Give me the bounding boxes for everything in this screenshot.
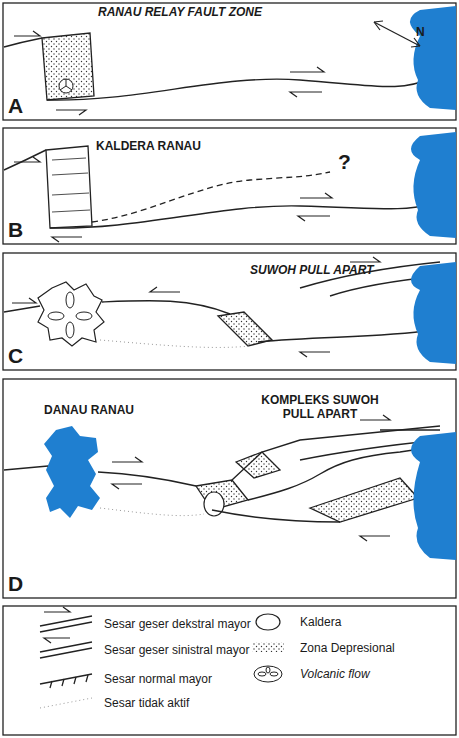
north-label: N <box>416 26 425 40</box>
query-mark: ? <box>338 150 351 174</box>
lake-label: DANAU RANAU <box>44 404 134 418</box>
legend-text: Sesar tidak aktif <box>104 696 189 710</box>
complex-label: KOMPLEKS SUWOH PULL APART <box>256 394 384 422</box>
panel-letter: C <box>8 344 23 368</box>
caldera-label: KALDERA RANAU <box>96 140 201 154</box>
legend-text: Sesar geser dekstral mayor <box>104 617 251 631</box>
legend-text: Volcanic flow <box>300 667 370 681</box>
pull-apart-label: SUWOH PULL APART <box>250 264 374 278</box>
panel-letter: D <box>8 572 23 596</box>
zone-label: RANAU RELAY FAULT ZONE <box>98 6 262 20</box>
panel-letter: A <box>8 94 23 118</box>
legend-text: Sesar normal mayor <box>104 672 212 686</box>
legend-text: Sesar geser sinistral mayor <box>104 643 249 657</box>
panel-letter: B <box>8 218 23 242</box>
legend-text: Zona Depresional <box>300 641 395 655</box>
legend-text: Kaldera <box>300 615 341 629</box>
